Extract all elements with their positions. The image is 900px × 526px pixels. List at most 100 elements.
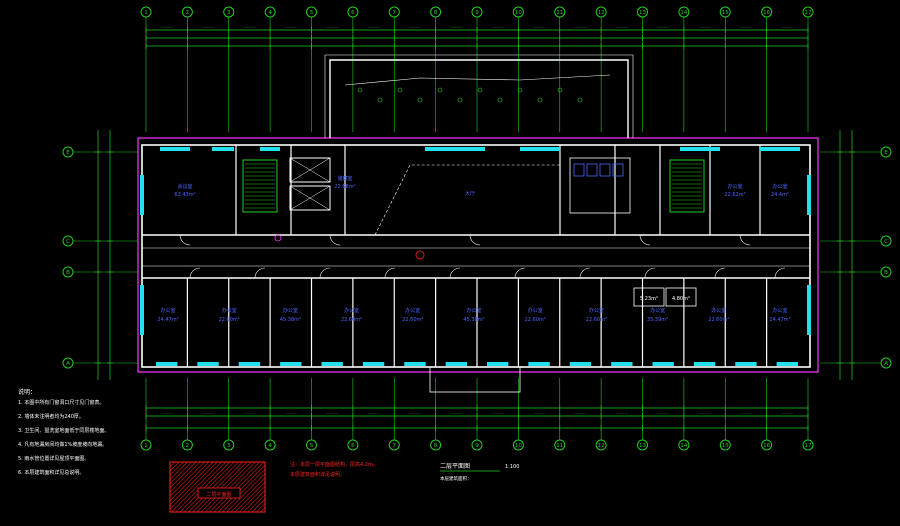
room-top-area-3: 22.62m² [724, 192, 745, 198]
dim-text-bot-3: ———— [285, 411, 297, 415]
dim-text-bot-13: ———— [699, 411, 711, 415]
stair-right [669, 159, 705, 213]
window-bottom-1 [197, 362, 219, 366]
door-swing-bottom-5 [514, 267, 526, 279]
room-bottom-area-6: 22.60m² [525, 317, 546, 323]
room-bottom-name-7: 办公室 [589, 307, 604, 314]
atrium-marker-9 [537, 97, 543, 103]
stair-left [242, 159, 278, 213]
window-top-4 [520, 147, 560, 151]
toilet-fixture-3 [612, 163, 624, 177]
dim-text-top-7: ———— [450, 25, 462, 29]
window-left-upper [140, 175, 144, 215]
axis-label-bottom-14: 14 [680, 443, 687, 449]
dim-text-bot-2: ———— [243, 411, 255, 415]
door-swing-bottom-1 [254, 267, 266, 279]
room-bottom-area-4: 22.60m² [402, 317, 423, 323]
axis-label-top-4: 4 [268, 10, 272, 16]
dim-text-bot-4: ———— [326, 411, 338, 415]
axis-label-top-5: 5 [310, 10, 314, 16]
window-bottom-6 [404, 362, 426, 366]
room-bottom-name-6: 办公室 [528, 307, 543, 314]
axis-label-left-B: B [66, 270, 70, 276]
room-top-area-0: 63.43m² [174, 192, 195, 198]
door-swing-top-0 [179, 234, 191, 246]
axis-label-top-13: 13 [639, 10, 646, 16]
atrium-marker-4 [437, 87, 443, 93]
door-swing-bottom-9 [774, 267, 786, 279]
door-swing-top-4 [739, 234, 751, 246]
red-note-1: 本层建筑面积详见说明。 [290, 471, 345, 478]
atrium-marker-6 [477, 87, 483, 93]
axis-label-bottom-3: 3 [227, 443, 231, 449]
dim-text-bot-14: ———— [740, 411, 752, 415]
axis-label-bottom-5: 5 [310, 443, 314, 449]
dim-text-bot-5: ———— [368, 411, 380, 415]
hall-dashed-line [374, 164, 560, 236]
room-bottom-name-8: 办公室 [650, 307, 665, 314]
axis-label-right-C: C [884, 239, 888, 245]
axis-label-bottom-17: 17 [805, 443, 812, 449]
axis-label-top-9: 9 [475, 10, 479, 16]
toilet-block [569, 157, 631, 214]
axis-label-top-15: 15 [722, 10, 729, 16]
window-bottom-0 [156, 362, 178, 366]
small-room-2 [665, 287, 697, 307]
atrium-marker-3 [417, 97, 423, 103]
elevator-2 [289, 185, 331, 211]
axis-label-bottom-1: 1 [144, 443, 148, 449]
window-top-1 [212, 147, 234, 151]
dimension-lines: ———— ———— ———— ———— ———— ———— ———— ———— ———— ————… [95, 25, 855, 431]
dim-text-bot-7: ———— [450, 411, 462, 415]
elevator-1-x2 [289, 157, 331, 183]
room-bottom-area-5: 45.38m² [463, 317, 484, 323]
room-bottom-name-1: 办公室 [222, 307, 237, 314]
toilet-fixture-0 [573, 163, 585, 177]
room-top-name-3: 办公室 [727, 183, 742, 190]
note-line-4: 5. 雨水管位置详见屋顶平面图。 [18, 455, 89, 462]
window-bottom-10 [569, 362, 592, 366]
room-bottom-area-0: 24.47m² [157, 317, 178, 323]
room-bottom-name-9: 办公室 [711, 307, 726, 314]
door-swing-bottom-7 [644, 267, 656, 279]
red-stamp-label-box [197, 487, 241, 499]
dim-text-top-4: ———— [326, 25, 338, 29]
room-bottom-name-10: 办公室 [772, 307, 787, 314]
room-bottom-area-10: 24.47m² [769, 317, 790, 323]
notes-title: 说明： [18, 388, 36, 396]
atrium-marker-2 [397, 87, 403, 93]
dim-text-bot-6: ———— [409, 411, 421, 415]
dim-text-bot-12: ———— [657, 411, 669, 415]
entrance-canopy [429, 366, 521, 393]
dim-text-top-2: ———— [243, 25, 255, 29]
marker-red-1 [415, 250, 425, 260]
axis-label-bottom-7: 7 [393, 443, 397, 449]
atrium-marker-10 [557, 87, 563, 93]
room-bottom-area-8: 35.39m² [647, 317, 668, 323]
axis-label-top-3: 3 [227, 10, 231, 16]
axis-label-bottom-9: 9 [475, 443, 479, 449]
marker-mag-1 [274, 234, 282, 242]
dim-text-top-15: ———— [781, 25, 793, 29]
atrium-outline-outer [324, 54, 634, 138]
dim-text-top-6: ———— [409, 25, 421, 29]
room-bottom-area-3: 22.60m² [341, 317, 362, 323]
window-left [140, 285, 144, 335]
dim-text-bot-1: ———— [202, 411, 214, 415]
room-bottom-area-1: 22.60m² [219, 317, 240, 323]
window-top-6 [760, 147, 800, 151]
room-top-name-0: 会议室 [177, 183, 192, 190]
axis-label-bottom-8: 8 [434, 443, 438, 449]
axis-label-right-B: B [884, 270, 888, 276]
axis-label-left-E: E [66, 150, 70, 156]
axis-label-right-A: A [884, 361, 888, 367]
window-top-3 [425, 147, 485, 151]
dim-text-top-3: ———— [285, 25, 297, 29]
axis-label-top-2: 2 [186, 10, 190, 16]
note-line-3: 4. 凡有地漏房间均做1%坡度坡向地漏。 [18, 441, 107, 448]
atrium-slope-line [344, 74, 611, 86]
elevator-2-x2 [289, 185, 331, 211]
door-swing-bottom-3 [384, 267, 396, 279]
axis-label-top-6: 6 [351, 10, 355, 16]
dim-text-bot-8: ———— [492, 411, 504, 415]
